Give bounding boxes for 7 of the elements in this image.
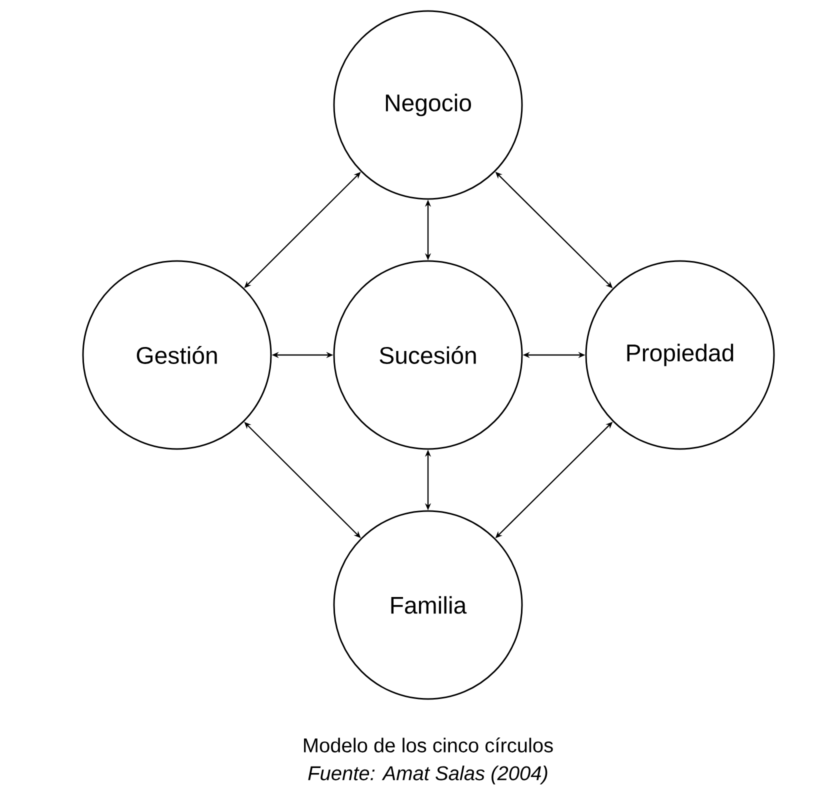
circle-node: Propiedad	[585, 260, 775, 450]
circle-node: Negocio	[333, 10, 523, 200]
circle-node: Gestión	[82, 260, 272, 450]
circle-node: Sucesión	[333, 260, 523, 450]
caption: Modelo de los cinco círculos	[304, 738, 553, 752]
circle-node: Familia	[333, 510, 523, 700]
source-note: Fuente: Amat Salas (2004)	[308, 766, 548, 784]
